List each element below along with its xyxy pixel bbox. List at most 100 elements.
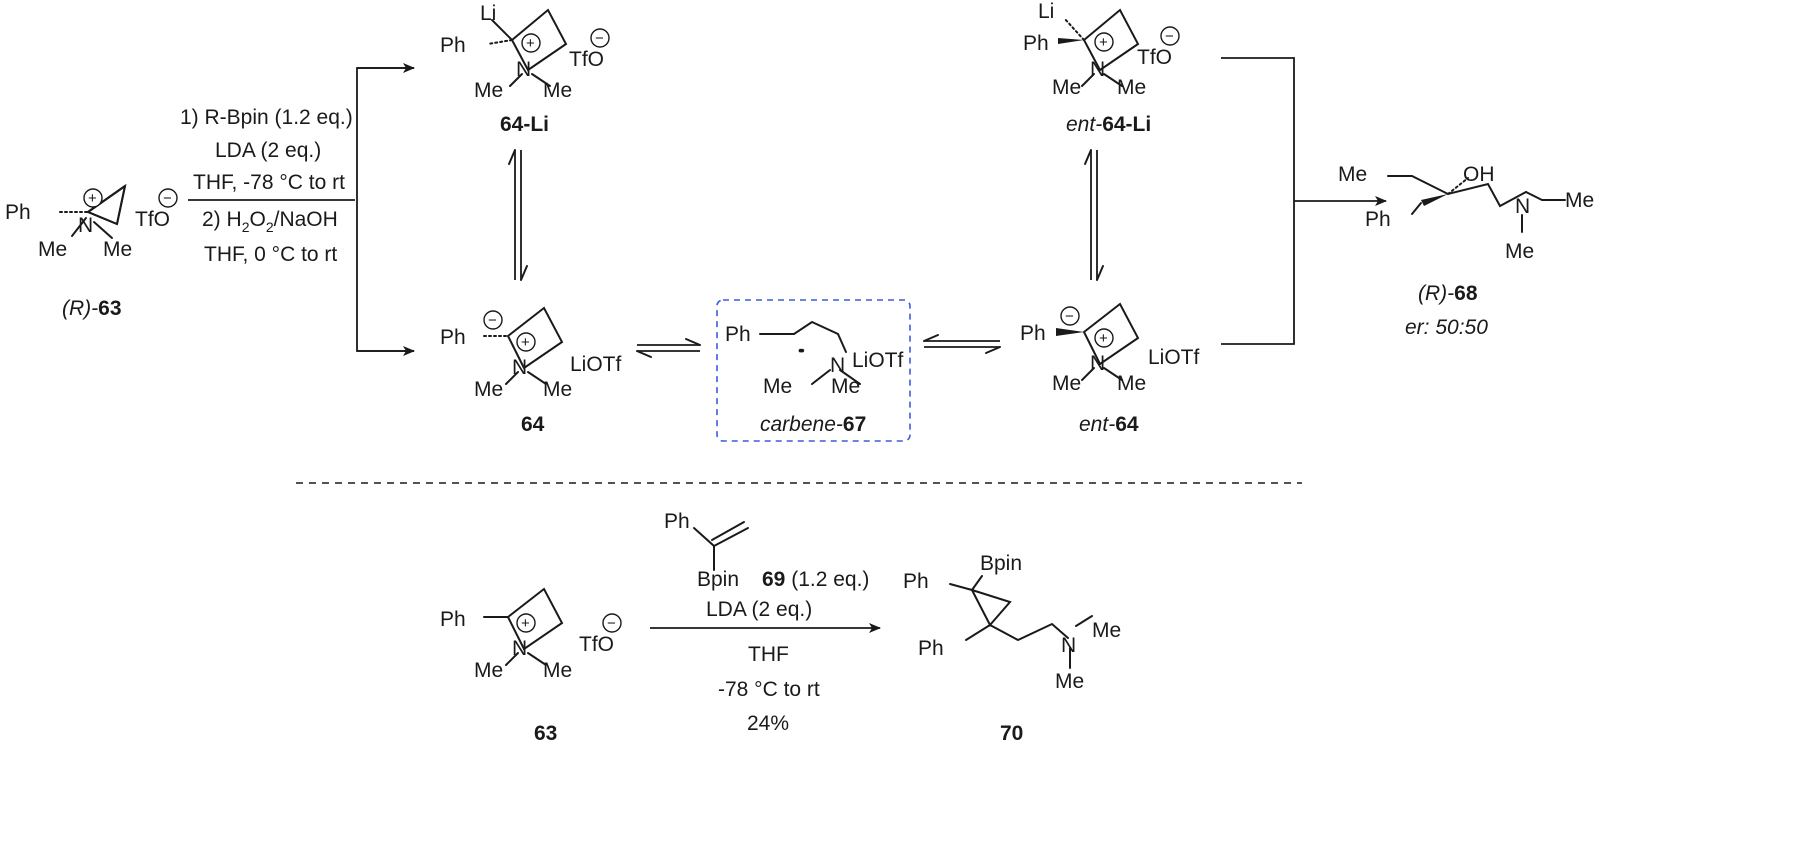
minus-charge <box>602 613 622 633</box>
compound-label-R63: (R)-63 <box>62 297 122 320</box>
compound-63: Ph N + Me Me TfO − 63 <box>440 587 622 745</box>
me-label: Me <box>1052 372 1081 395</box>
compound-carbene67: Ph •• N Me Me LiOTf carbene-67 <box>716 299 911 442</box>
plus-charge <box>516 332 536 352</box>
n-label: N <box>512 637 527 660</box>
reagent-69: Ph Bpin 69 (1.2 eq.) <box>664 510 869 591</box>
tfo-label: TfO <box>135 208 170 231</box>
condition-line-5: THF, 0 °C to rt <box>204 243 337 266</box>
ph-label: Ph <box>1365 208 1391 231</box>
minus-sign: − <box>488 312 497 329</box>
lone-pair: •• <box>798 342 805 358</box>
minus-sign: − <box>163 190 172 207</box>
minus-sign: − <box>595 30 604 47</box>
ph-label: Ph <box>440 326 466 349</box>
tfo-label: TfO <box>1137 46 1172 69</box>
ph-label: Ph <box>440 34 466 57</box>
plus-sign: + <box>88 190 97 207</box>
me-label: Me <box>1338 163 1367 186</box>
me-label: Me <box>1117 372 1146 395</box>
condition-thf: THF <box>748 643 789 666</box>
compound-64Li: Li Ph N + Me Me TfO − 64-Li <box>440 2 610 136</box>
plus-sign: + <box>521 615 530 632</box>
n-label: N <box>516 58 531 81</box>
reagent-69-amount: 69 (1.2 eq.) <box>762 568 869 591</box>
ph-label: Ph <box>440 608 466 631</box>
n-label: N <box>1061 634 1076 657</box>
n-label: N <box>1515 195 1530 218</box>
equilibrium-horizontal-right <box>923 334 1001 354</box>
plus-sign: + <box>1099 34 1108 51</box>
compound-ent64Li: Li Ph N + Me Me TfO − ent-64-Li <box>1023 0 1180 136</box>
minus-charge <box>483 310 503 330</box>
me-label: Me <box>763 375 792 398</box>
compound-R63: Ph N + Me Me TfO − (R)-63 <box>5 183 178 320</box>
tfo-label: TfO <box>569 48 604 71</box>
ph-label: Ph <box>664 510 690 533</box>
liotf-label: LiOTf <box>570 353 622 376</box>
n-label: N <box>78 214 93 237</box>
me-label: Me <box>1052 76 1081 99</box>
minus-sign: − <box>607 615 616 632</box>
me-label: Me <box>1055 670 1084 693</box>
plus-charge <box>83 188 103 208</box>
me-label: Me <box>543 659 572 682</box>
n-label: N <box>512 356 527 379</box>
ph-label: Ph <box>918 637 944 660</box>
ph-label: Ph <box>903 570 929 593</box>
me-label: Me <box>1565 189 1594 212</box>
li-label: Li <box>1038 0 1054 23</box>
plus-sign: + <box>526 35 535 52</box>
compound-label-63: 63 <box>534 722 557 745</box>
liotf-label: LiOTf <box>1148 346 1200 369</box>
condition-line-3: THF, -78 °C to rt <box>193 171 345 194</box>
me-label: Me <box>474 659 503 682</box>
minus-charge <box>590 28 610 48</box>
plus-sign: + <box>1099 330 1108 347</box>
compound-R68: Me OH Ph N Me Me (R)-68 er: 50:50 <box>1338 163 1594 339</box>
me-label: Me <box>38 238 67 261</box>
tfo-label: TfO <box>579 633 614 656</box>
minus-charge <box>1060 306 1080 326</box>
condition-lda: LDA (2 eq.) <box>706 598 812 621</box>
me-label: Me <box>103 238 132 261</box>
compound-label-64: 64 <box>521 413 545 436</box>
equilibrium-vertical-right <box>1084 149 1104 281</box>
li-label: Li <box>480 2 496 25</box>
liotf-label: LiOTf <box>852 349 904 372</box>
er-label: er: 50:50 <box>1405 316 1488 339</box>
n-label: N <box>1090 58 1105 81</box>
bpin-label: Bpin <box>697 568 739 591</box>
minus-charge <box>158 188 178 208</box>
carbene-highlight-box <box>716 299 911 442</box>
compound-64: Ph − N + Me Me LiOTf 64 <box>440 306 622 436</box>
condition-line-4: 2) H2O2/NaOH <box>202 208 338 235</box>
me-label: Me <box>831 375 860 398</box>
me-label: Me <box>1505 240 1534 263</box>
me-label: Me <box>474 79 503 102</box>
compound-70: Bpin Ph Ph N Me Me 70 <box>903 552 1121 745</box>
ph-label: Ph <box>725 323 751 346</box>
oh-label: OH <box>1463 163 1495 186</box>
ph-label: Ph <box>5 201 31 224</box>
compound-ent64: Ph − N + Me Me LiOTf ent-64 <box>1020 302 1200 436</box>
minus-charge <box>1160 26 1180 46</box>
condition-line-1: 1) R-Bpin (1.2 eq.) <box>180 106 353 129</box>
n-label: N <box>830 354 845 377</box>
condition-temp: -78 °C to rt <box>718 678 820 701</box>
condition-yield: 24% <box>747 712 789 735</box>
n-label: N <box>1090 352 1105 375</box>
plus-sign: + <box>521 334 530 351</box>
conditions-bottom: LDA (2 eq.) THF -78 °C to rt 24% <box>650 598 881 735</box>
bpin-label: Bpin <box>980 552 1022 575</box>
me-label: Me <box>1117 76 1146 99</box>
branch-bracket <box>356 67 414 352</box>
compound-label-carbene67: carbene-67 <box>760 413 866 436</box>
minus-sign: − <box>1165 28 1174 45</box>
converging-bracket <box>1221 57 1387 345</box>
plus-charge <box>1094 328 1114 348</box>
minus-sign: − <box>1065 308 1074 325</box>
condition-line-2: LDA (2 eq.) <box>215 139 321 162</box>
compound-label-64Li: 64-Li <box>500 113 549 136</box>
